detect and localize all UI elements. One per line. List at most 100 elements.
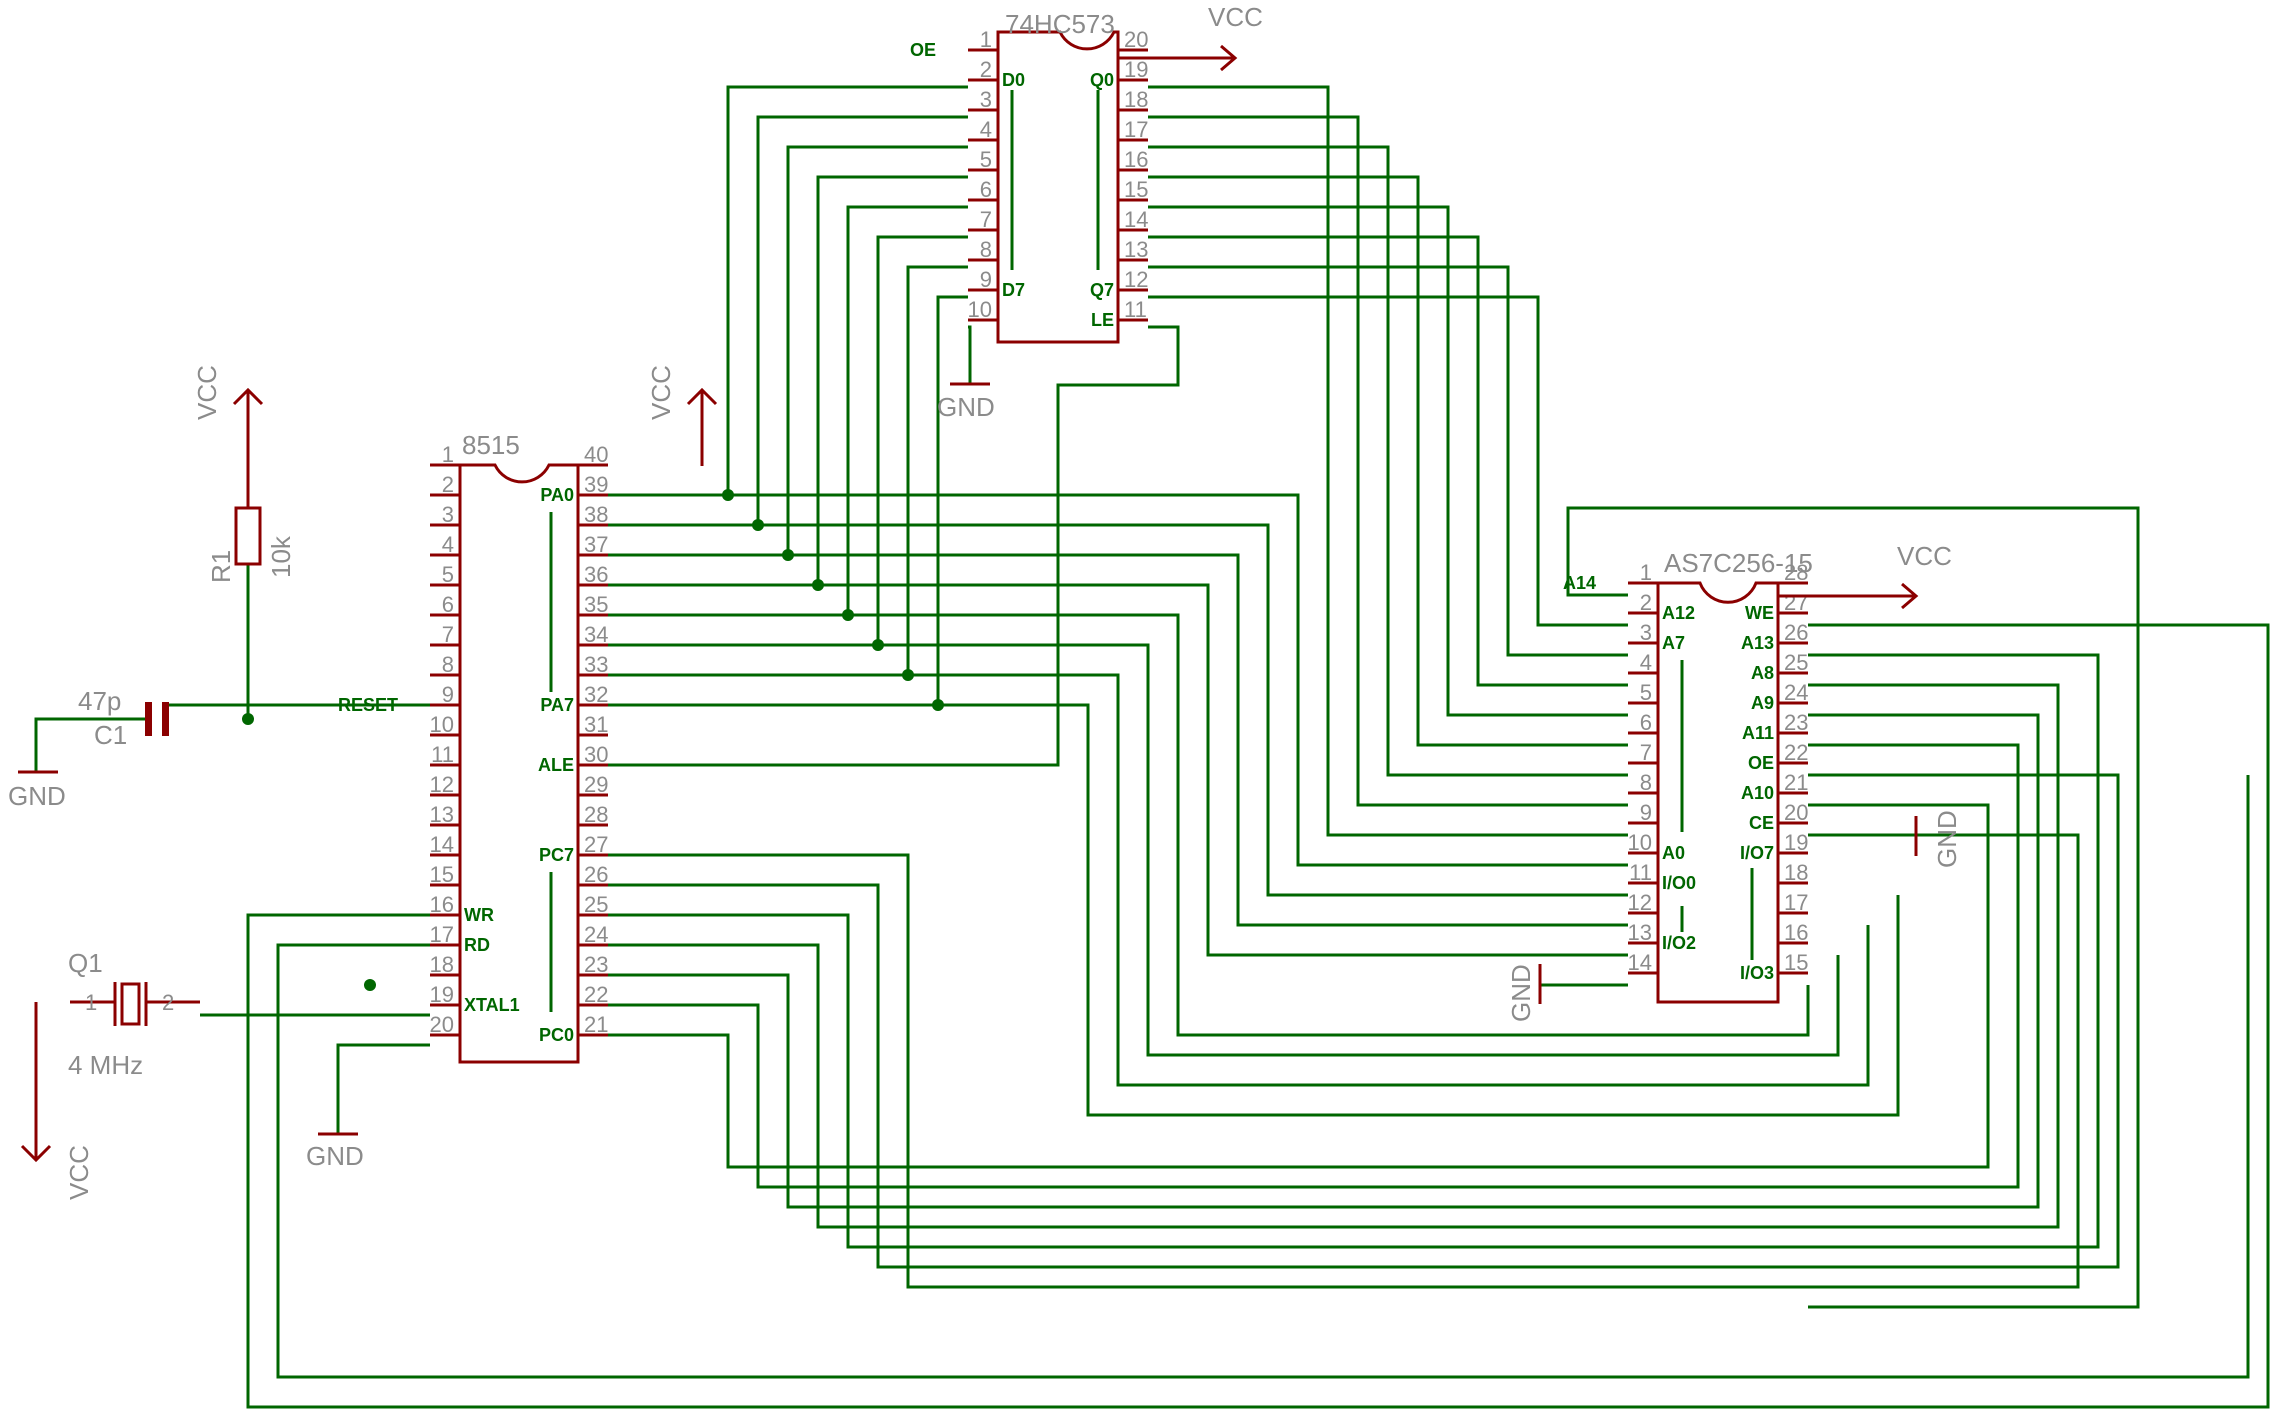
mcu_pins-right-pin-number-13: 27 [584,832,608,857]
latch_pins-left-pin-number-1: 2 [980,57,992,82]
latch_pins-right-pin-label-9: LE [1091,310,1114,330]
latch_pins-right-pin-number-7: 13 [1124,237,1148,262]
latch_pins-left-pin-number-2: 3 [980,87,992,112]
vcc-sram: VCC [1778,541,1952,610]
gnd-c1: GND [8,770,66,811]
latch-74hc573[interactable]: 74HC573 [996,9,1120,344]
sram-as7c256[interactable]: AS7C256-15 [1656,548,1813,1004]
mcu_pins-right-pin-label-13: PC7 [539,845,574,865]
c1-value: 47p [78,686,121,716]
sram_pins-left-pin-number-9: 10 [1628,830,1652,855]
wire-28 [608,683,2060,1229]
latch_pins-left-pin-label-1: D0 [1002,70,1025,90]
mcu_pins-right-pin-number-18: 22 [584,982,608,1007]
sram_pins-left-pin-number-7: 8 [1640,770,1652,795]
sram_pins-right-pin-number-12: 16 [1784,920,1808,945]
r1-value: 10k [266,535,296,578]
latch_pins-right-pin-label-1: Q0 [1090,70,1114,90]
mcu_pins-right-pin-number-16: 24 [584,922,608,947]
mcu_pins-left-pin-number-0: 1 [442,442,454,467]
sram_pins-left-pin-number-5: 6 [1640,710,1652,735]
capacitor-c1[interactable]: 47p C1 [78,686,169,750]
sram_pins-right-pin-number-7: 21 [1784,770,1808,795]
sram_pins-right-pin-label-7: A10 [1741,783,1774,803]
crystal-q1[interactable]: Q1 4 MHz 1 2 [68,948,200,1080]
sram_pins-left-pin-number-2: 3 [1640,620,1652,645]
junction-dot-1 [752,519,764,531]
wire-29 [608,713,2040,1209]
vcc-r1-label: VCC [192,365,222,420]
mcu_pins-left-pin-number-6: 7 [442,622,454,647]
mcu_pins-left-pin-number-18: 19 [430,982,454,1007]
wire-37 [336,1043,430,1134]
junction-dot-7 [932,699,944,711]
wire-14 [1148,265,1628,657]
mcu_pins-left-pin-label-15: WR [464,905,494,925]
vcc-latch-label: VCC [1208,2,1263,32]
wire-31 [608,803,1990,1169]
sram_pins-right-pin-label-13: I/O3 [1740,963,1774,983]
sram_pins-right-pin-number-5: 23 [1784,710,1808,735]
sram_pins-right-pin-number-6: 22 [1784,740,1808,765]
wire-8 [1148,85,1628,837]
wire-4 [608,205,968,617]
sram_pins-left-pin-number-8: 9 [1640,800,1652,825]
latch_pins-left-pin-number-6: 7 [980,207,992,232]
resistor-r1[interactable]: R1 10k [206,506,296,583]
wire-17 [758,523,1628,897]
wire-27 [608,653,2100,1249]
vcc-mcu: VCC [646,365,718,466]
sram_pins-right-pin-number-4: 24 [1784,680,1808,705]
junctions [242,489,944,991]
latch_pins-left-pin-number-0: 1 [980,27,992,52]
sram_pins-right-pin-number-2: 26 [1784,620,1808,645]
mcu_pins-left-pin-number-9: 10 [430,712,454,737]
wire-23 [938,703,1900,1117]
junction-dot-3 [812,579,824,591]
latch_pins-right-pin-number-8: 12 [1124,267,1148,292]
mcu-name: 8515 [462,430,520,460]
sram_pins-right-pin-number-13: 15 [1784,950,1808,975]
wires [34,85,2270,1409]
junction-dot-0 [722,489,734,501]
mcu_pins-left-pin-number-2: 3 [442,502,454,527]
gnd-sram20-label: GND [1932,810,1962,868]
latch_pins-left-pin-number-8: 9 [980,267,992,292]
wire-7 [608,295,968,707]
wire-15 [1148,295,1628,627]
latch_pins-left-pin-number-9: 10 [968,297,992,322]
sram_pins-right-pin-label-5: A11 [1742,723,1774,743]
wire-32 [1566,506,2140,1309]
vcc-sram-arrow [1901,582,1919,610]
wire-35 [34,564,430,772]
vcc-sram-label: VCC [1897,541,1952,571]
sram_pins-left-pin-label-0: A14 [1563,573,1596,593]
gnd-mcu: GND [306,1132,364,1171]
c1-ref: C1 [94,720,127,750]
wire-20 [848,613,1810,1037]
q1-body [120,982,141,1026]
latch_pins-left-pin-number-4: 5 [980,147,992,172]
wire-33 [246,623,2270,1409]
mcu_pins-right-pin-number-15: 25 [584,892,608,917]
sram_pins-left-pin-label-2: A7 [1662,633,1685,653]
mcu_pins-right-pin-label-8: PA7 [540,695,574,715]
sram_pins-left-pin-number-3: 4 [1640,650,1652,675]
c1-plate-left [145,702,152,736]
junction-dot-5 [872,639,884,651]
vcc-latch-arrow [1220,44,1238,72]
sram_pins-right-pin-label-9: I/O7 [1740,843,1774,863]
sram_pins-left-pin-label-1: A12 [1662,603,1695,623]
sram_pins-right-pin-label-8: CE [1749,813,1774,833]
latch_pins-right-pin-number-2: 18 [1124,87,1148,112]
wire-1 [608,115,968,527]
vcc-r1-arrow [232,387,264,406]
sram_pins-left-pin-label-12: I/O2 [1662,933,1696,953]
sram_pins-right-pin-label-2: A13 [1741,633,1774,653]
sram_pins-right-pin-number-1: 27 [1784,590,1808,615]
r1-ref: R1 [206,550,236,583]
sram_pins-left-pin-label-10: I/O0 [1662,873,1696,893]
junction-dot-8 [364,979,376,991]
mcu-8515[interactable]: 8515 [458,430,580,1064]
sram_pins-left-pin-number-13: 14 [1628,950,1652,975]
